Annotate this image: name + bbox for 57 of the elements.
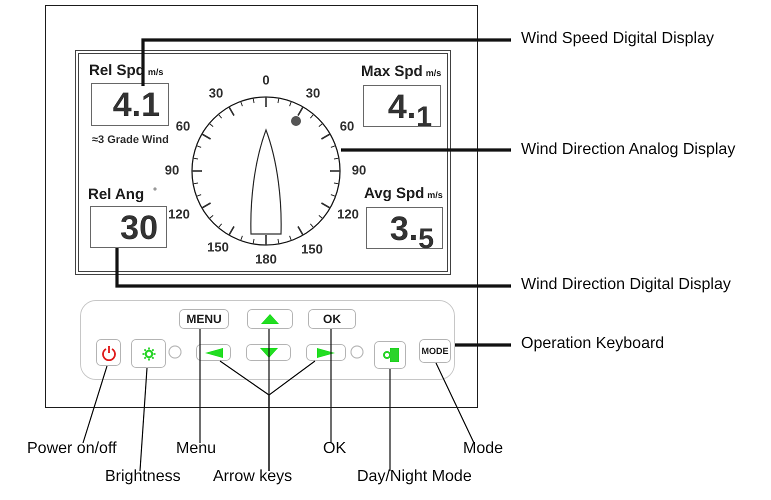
dial-number: 150 — [207, 240, 229, 254]
dial-number: 120 — [337, 206, 359, 222]
unit-label: m/s — [426, 68, 442, 78]
callout-label: Day/Night Mode — [357, 468, 472, 486]
readout-label: Rel Ang — [88, 186, 144, 203]
power-key — [96, 339, 121, 366]
down-key — [246, 344, 291, 361]
readout-value: 4.1 — [112, 85, 160, 126]
mode-key: MODE — [419, 339, 451, 363]
dial-number: 150 — [301, 242, 323, 256]
callout-label: Operation Keyboard — [521, 335, 664, 353]
leader-line — [199, 329, 201, 443]
callout-label: OK — [323, 440, 346, 458]
readout-value: 4.$_{1}$ — [388, 87, 432, 135]
callout-label: Arrow keys — [213, 468, 292, 486]
readout-label: Max Spd — [361, 63, 423, 80]
brightness-key — [131, 339, 166, 368]
leader-line — [435, 362, 475, 444]
leader-line — [139, 368, 148, 472]
unit-label: m/s — [427, 190, 443, 200]
callout-label: Wind Speed Digital Display — [521, 30, 714, 48]
dial-number: 60 — [176, 118, 190, 134]
up-key — [247, 309, 293, 329]
dial-number: 30 — [306, 86, 320, 100]
display-screen — [75, 50, 451, 275]
leader-line — [82, 366, 108, 444]
leader-line — [341, 148, 511, 152]
dial-number: 180 — [255, 252, 277, 266]
callout-label: Power on/off — [27, 440, 117, 458]
wind-grade-text: ≈3 Grade Wind — [92, 134, 169, 146]
dial-number: 60 — [340, 118, 354, 134]
day-night-key — [374, 341, 406, 369]
leader-line — [141, 38, 511, 86]
callout-label: Menu — [176, 440, 216, 458]
dial-number: 30 — [208, 86, 224, 100]
callout-label: Mode — [463, 440, 504, 458]
menu-key: MENU — [179, 309, 229, 329]
callout-label: Wind Direction Digital Display — [521, 276, 731, 294]
leader-line — [268, 360, 316, 471]
unit-label: m/s — [148, 67, 164, 77]
dial-number: 0 — [262, 72, 270, 88]
callout-label: Brightness — [105, 468, 181, 486]
ok-key: OK — [308, 309, 356, 329]
dial-number: 90 — [352, 162, 366, 178]
leader-line — [115, 248, 511, 288]
leader-line — [330, 329, 332, 443]
keypad-panel — [80, 300, 455, 380]
left-key — [196, 344, 231, 361]
readout-label: Avg Spd — [364, 185, 424, 202]
dial-number: 120 — [168, 206, 190, 222]
callout-label: Wind Direction Analog Display — [521, 141, 736, 159]
leader-line — [389, 369, 391, 471]
leader-line — [455, 343, 511, 347]
readout-value: 30 — [120, 208, 158, 249]
right-key — [306, 344, 346, 361]
readout-value: 3.$_{5}$ — [390, 209, 434, 257]
dial-number: 90 — [164, 162, 180, 178]
